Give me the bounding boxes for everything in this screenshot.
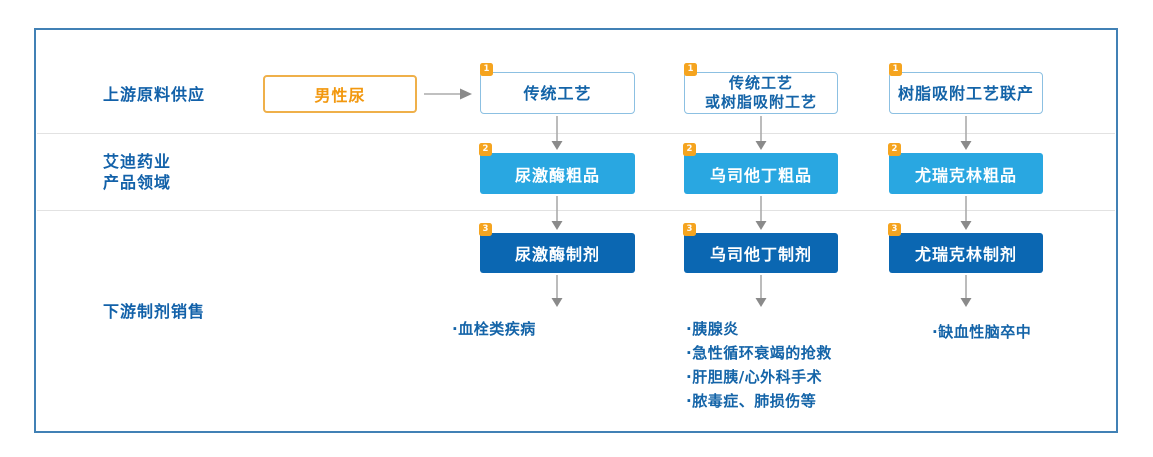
row-label-upstream: 上游原料供应 [103, 85, 206, 104]
row-label-company: 艾迪药业 产品领域 [103, 152, 172, 192]
step-badge: 1 [684, 63, 697, 76]
step-badge: 2 [888, 143, 901, 156]
arrow-down-icon [551, 275, 563, 307]
row-label-downstream: 下游制剂销售 [103, 302, 206, 321]
indication-item: ·血栓类疾病 [452, 320, 536, 338]
crude-box-col2: 2 乌司他丁粗品 [683, 143, 838, 194]
indication-item: ·肝胆胰/心外科手术 [686, 368, 823, 386]
process-box-col2: 1 传统工艺 或树脂吸附工艺 [684, 63, 838, 114]
arrow-down-icon [960, 116, 972, 150]
process-label: 树脂吸附工艺联产 [897, 83, 1034, 103]
formulation-label: 尤瑞克林制剂 [914, 245, 1017, 264]
step-badge: 2 [479, 143, 492, 156]
process-label-line2: 或树脂吸附工艺 [704, 93, 817, 111]
process-box-col1: 1 传统工艺 [480, 63, 635, 114]
indication-item: ·缺血性脑卒中 [932, 323, 1032, 341]
formulation-box-col1: 3 尿激酶制剂 [479, 223, 635, 273]
process-label-line1: 传统工艺 [728, 74, 793, 92]
formulation-box-col3: 3 尤瑞克林制剂 [888, 223, 1043, 273]
step-badge: 1 [889, 63, 902, 76]
arrow-down-icon [755, 116, 767, 150]
step-badge: 3 [683, 223, 696, 236]
arrow-down-icon [551, 196, 563, 230]
process-label: 传统工艺 [523, 83, 592, 103]
row-divider-2 [37, 210, 1115, 211]
arrow-down-icon [960, 275, 972, 307]
step-badge: 3 [479, 223, 492, 236]
arrow-down-icon [551, 116, 563, 150]
crude-box-col3: 2 尤瑞克林粗品 [888, 143, 1043, 194]
male-urine-box: 男性尿 [263, 75, 417, 113]
step-badge: 1 [480, 63, 493, 76]
step-badge: 2 [683, 143, 696, 156]
crude-label: 尿激酶粗品 [514, 165, 600, 185]
indication-item: ·急性循环衰竭的抢救 [686, 344, 832, 362]
formulation-label: 乌司他丁制剂 [709, 245, 812, 264]
arrow-down-icon [755, 275, 767, 307]
step-badge: 3 [888, 223, 901, 236]
male-urine-label: 男性尿 [314, 86, 366, 105]
arrow-down-icon [755, 196, 767, 230]
row-divider-1 [37, 133, 1115, 134]
crude-label: 乌司他丁粗品 [709, 165, 812, 185]
process-box-col3: 1 树脂吸附工艺联产 [889, 63, 1043, 114]
crude-label: 尤瑞克林粗品 [914, 165, 1017, 185]
formulation-box-col2: 3 乌司他丁制剂 [683, 223, 838, 273]
indication-item: ·胰腺炎 [686, 320, 739, 338]
arrow-right-icon [424, 88, 472, 100]
indication-item: ·脓毒症、肺损伤等 [686, 392, 817, 410]
arrow-down-icon [960, 196, 972, 230]
crude-box-col1: 2 尿激酶粗品 [479, 143, 635, 194]
formulation-label: 尿激酶制剂 [514, 245, 600, 264]
